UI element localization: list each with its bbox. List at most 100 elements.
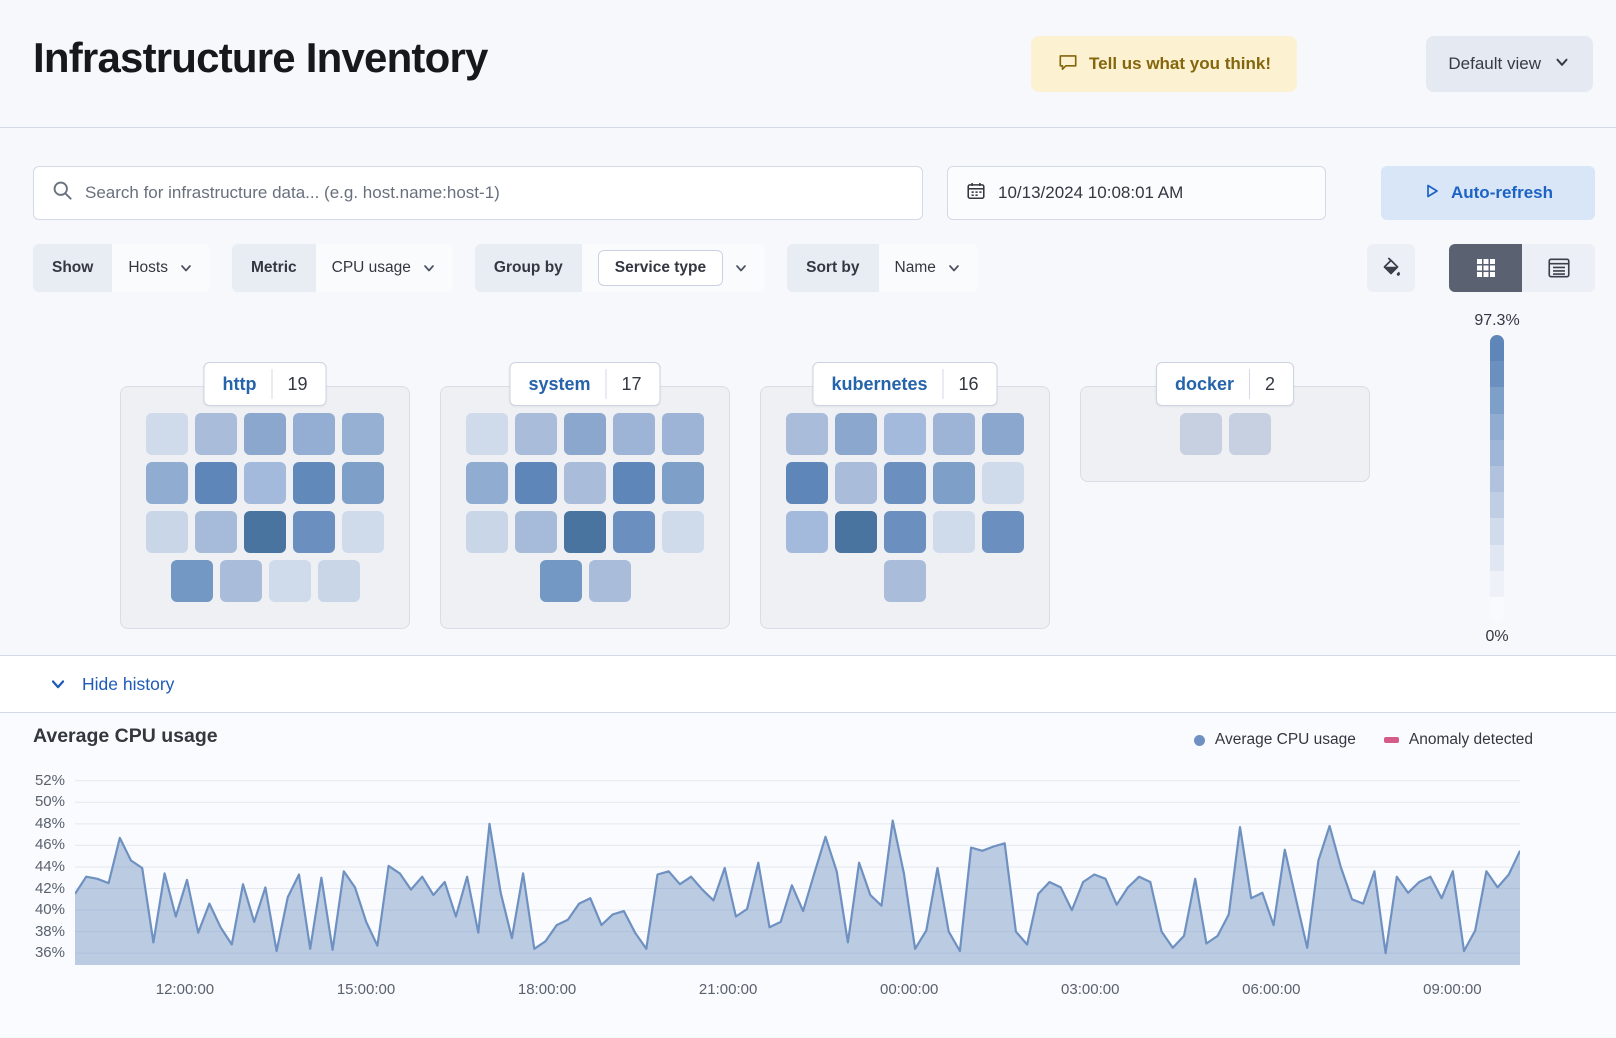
host-tile[interactable] <box>613 511 655 553</box>
host-tile[interactable] <box>884 560 926 602</box>
calendar-icon <box>966 181 986 206</box>
host-tile[interactable] <box>195 511 237 553</box>
host-tile[interactable] <box>515 413 557 455</box>
chart-legend-item[interactable]: Average CPU usage <box>1193 731 1356 749</box>
host-tile[interactable] <box>884 462 926 504</box>
host-tile[interactable] <box>613 413 655 455</box>
host-tile[interactable] <box>613 462 655 504</box>
table-view-button[interactable] <box>1522 244 1595 292</box>
x-axis-tick-label: 18:00:00 <box>517 981 577 998</box>
host-tile[interactable] <box>244 413 286 455</box>
history-toggle[interactable]: Hide history <box>0 655 1616 713</box>
view-selector-button[interactable]: Default view <box>1426 36 1593 92</box>
group-name[interactable]: docker <box>1174 373 1235 394</box>
host-tile[interactable] <box>786 511 828 553</box>
metric-filter-label: Metric <box>231 244 316 292</box>
host-tile[interactable] <box>1179 413 1222 455</box>
host-tile[interactable] <box>466 413 508 455</box>
host-tile[interactable] <box>293 413 335 455</box>
host-tile[interactable] <box>466 462 508 504</box>
host-tile[interactable] <box>268 560 311 602</box>
host-tile[interactable] <box>195 413 237 455</box>
legend-min-label: 0% <box>1485 628 1509 645</box>
group-name[interactable]: system <box>528 373 591 394</box>
show-filter[interactable]: Show Hosts <box>33 244 210 292</box>
host-tile[interactable] <box>219 560 262 602</box>
sort-by-filter[interactable]: Sort by Name <box>787 244 978 292</box>
host-tile[interactable] <box>835 413 877 455</box>
host-tile[interactable] <box>293 511 335 553</box>
host-tile[interactable] <box>786 462 828 504</box>
host-tile[interactable] <box>982 462 1024 504</box>
host-tile[interactable] <box>884 413 926 455</box>
host-tile[interactable] <box>244 462 286 504</box>
host-tile[interactable] <box>662 462 704 504</box>
host-tile[interactable] <box>466 511 508 553</box>
group-name[interactable]: kubernetes <box>831 373 928 394</box>
search-input[interactable] <box>85 183 904 203</box>
paint-bucket-icon <box>1383 257 1400 276</box>
metric-filter-value: CPU usage <box>331 259 411 276</box>
host-tile[interactable] <box>982 413 1024 455</box>
host-tile[interactable] <box>588 560 631 602</box>
legend-dot-marker <box>1193 734 1205 746</box>
legend-gradient-bar[interactable] <box>1490 335 1504 623</box>
host-tile[interactable] <box>342 462 384 504</box>
legend-gradient-step <box>1490 570 1504 597</box>
host-tile[interactable] <box>564 511 606 553</box>
cpu-area-chart[interactable] <box>75 770 1520 966</box>
series-line <box>75 819 1520 955</box>
host-tile[interactable] <box>884 511 926 553</box>
host-tile[interactable] <box>1228 413 1271 455</box>
host-tile[interactable] <box>835 511 877 553</box>
host-tile[interactable] <box>786 413 828 455</box>
group-by-filter-value[interactable]: Service type <box>597 250 724 286</box>
host-tile[interactable] <box>146 413 188 455</box>
chevron-down-icon <box>1553 53 1571 76</box>
group-by-filter[interactable]: Group by Service type <box>474 244 766 292</box>
host-tile[interactable] <box>146 511 188 553</box>
feedback-button[interactable]: Tell us what you think! <box>1031 36 1297 92</box>
legend-gradient-step <box>1490 544 1504 571</box>
host-tile[interactable] <box>564 462 606 504</box>
host-tile[interactable] <box>933 413 975 455</box>
host-tile[interactable] <box>933 462 975 504</box>
host-tile[interactable] <box>244 511 286 553</box>
host-tile[interactable] <box>515 462 557 504</box>
date-picker[interactable]: 10/13/2024 10:08:01 AM <box>947 166 1326 220</box>
chart-legend-item[interactable]: Anomaly detected <box>1383 731 1533 749</box>
legend-gradient-step <box>1490 361 1504 388</box>
host-tile[interactable] <box>662 413 704 455</box>
metric-filter[interactable]: Metric CPU usage <box>231 244 453 292</box>
host-tile[interactable] <box>342 413 384 455</box>
host-tile[interactable] <box>564 413 606 455</box>
search-icon <box>52 180 73 206</box>
host-tile[interactable] <box>293 462 335 504</box>
host-tile[interactable] <box>195 462 237 504</box>
host-tile[interactable] <box>835 462 877 504</box>
host-tile[interactable] <box>662 511 704 553</box>
host-tile[interactable] <box>146 462 188 504</box>
chart-legend: Average CPU usage Anomaly detected <box>1193 731 1533 749</box>
host-tile[interactable] <box>539 560 582 602</box>
group-name[interactable]: http <box>222 373 257 394</box>
cpu-history-chart: Average CPU usage Average CPU usage Anoma… <box>0 713 1616 1037</box>
map-view-button[interactable] <box>1449 244 1522 292</box>
auto-refresh-button[interactable]: Auto-refresh <box>1381 166 1595 220</box>
host-tile[interactable] <box>982 511 1024 553</box>
legend-color-picker-button[interactable] <box>1367 244 1415 292</box>
host-tile[interactable] <box>933 511 975 553</box>
x-axis-tick-label: 12:00:00 <box>155 981 215 998</box>
host-tile[interactable] <box>515 511 557 553</box>
host-tile[interactable] <box>342 511 384 553</box>
host-tile[interactable] <box>170 560 213 602</box>
host-tile[interactable] <box>317 560 360 602</box>
legend-gradient-step <box>1490 596 1504 623</box>
page-header: Infrastructure Inventory Tell us what yo… <box>0 0 1616 128</box>
